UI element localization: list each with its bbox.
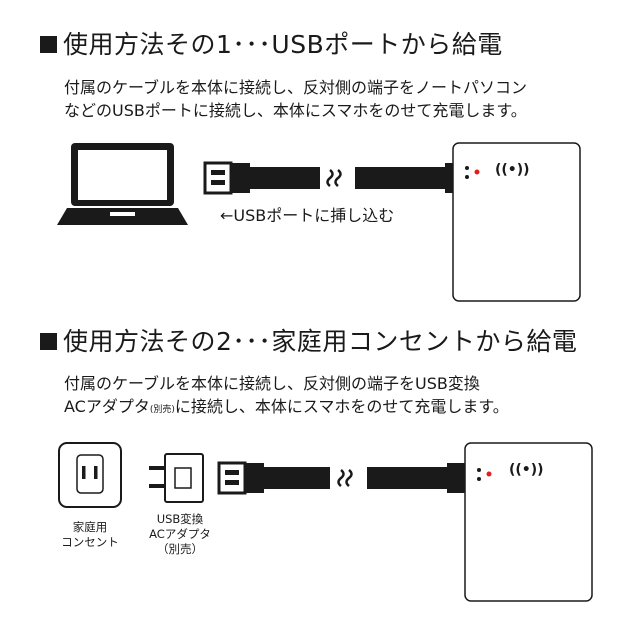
square-bullet-icon (40, 333, 57, 350)
wall-outlet-icon (58, 442, 122, 508)
wireless-charger-1 (452, 142, 581, 302)
wireless-signal-icon: ((•)) (509, 462, 544, 478)
usb-ac-adapter-icon (149, 453, 204, 503)
square-bullet-icon (40, 36, 57, 53)
section2-title: 使用方法その2･･･家庭用コンセントから給電 (40, 327, 577, 357)
usb-cable-2 (217, 461, 470, 495)
section1-title: 使用方法その1･･･USBポートから給電 (40, 30, 503, 60)
adapter-caption: USB変換 ACアダプタ （別売） (149, 512, 211, 556)
outlet-caption: 家庭用 コンセント (61, 520, 119, 549)
laptop-icon (57, 143, 188, 225)
usb-cable-1 (203, 161, 470, 195)
wireless-charger-2 (464, 442, 593, 602)
section1-description: 付属のケーブルを本体に接続し、反対側の端子をノートパソコン などのUSBポートに… (64, 78, 528, 120)
usb-port-arrow-note: ←USBポートに挿し込む (220, 206, 395, 225)
section2-description: 付属のケーブルを本体に接続し、反対側の端子をUSB変換 ACアダプタ(別売)に接… (64, 374, 509, 416)
wireless-signal-icon: ((•)) (495, 162, 530, 178)
